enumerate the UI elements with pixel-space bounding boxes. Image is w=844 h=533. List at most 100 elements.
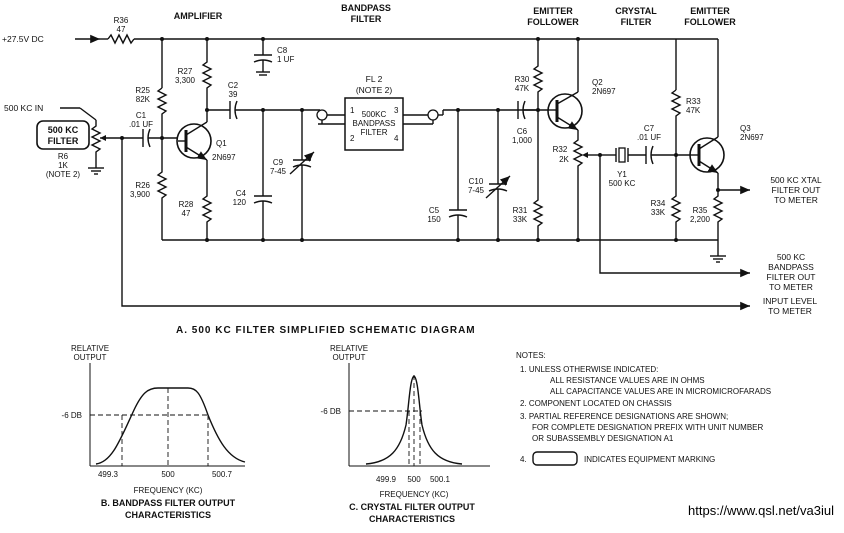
out-bp-4: TO METER	[769, 282, 813, 292]
chart-c-title-1: C. CRYSTAL FILTER OUTPUT	[349, 502, 475, 512]
chart-b-tick-lower: 499.3	[98, 470, 119, 479]
r30-ref: R30	[515, 75, 530, 84]
chart-b-title-1: B. BANDPASS FILTER OUTPUT	[101, 498, 236, 508]
r32-value: 2K	[559, 155, 569, 164]
output-labels: 500 KC XTAL FILTER OUT TO METER 500 KC B…	[763, 175, 822, 316]
c8-value: 1 UF	[277, 55, 294, 64]
section-bandpass-2: FILTER	[351, 14, 382, 24]
c10-value: 7-45	[468, 186, 485, 195]
out-xtal-3: TO METER	[774, 195, 818, 205]
fl2-note: (NOTE 2)	[356, 85, 393, 95]
r35-value: 2,200	[690, 215, 711, 224]
note-3: 3. PARTIAL REFERENCE DESIGNATIONS ARE SH…	[520, 412, 728, 421]
out-level-1: INPUT LEVEL	[763, 296, 817, 306]
y1-ref: Y1	[617, 170, 627, 179]
c7-ref: C7	[644, 124, 655, 133]
equipment-marking-line2: FILTER	[48, 136, 79, 146]
input-label: 500 KC IN	[4, 103, 43, 113]
section-headers: AMPLIFIER BANDPASS FILTER EMITTER FOLLOW…	[174, 3, 736, 27]
note-3b: OR SUBASSEMBLY DESIGNATION A1	[532, 434, 674, 443]
equipment-marking-box	[36, 120, 90, 150]
r31-value: 33K	[513, 215, 528, 224]
r36-ref: R36	[114, 16, 129, 25]
r26-value: 3,900	[130, 190, 151, 199]
chart-bandpass: RELATIVE OUTPUT -6 DB 499.3 500 500.7 FR…	[62, 344, 246, 520]
chart-b-tick-center: 500	[161, 470, 175, 479]
notes-block: NOTES: 1. UNLESS OTHERWISE INDICATED: AL…	[516, 351, 771, 466]
chart-b-xlabel: FREQUENCY (KC)	[134, 486, 203, 495]
input-section: 500 KC IN 500 KC FILTER R6 1K (NOTE 2)	[4, 103, 750, 311]
q2-type: 2N697	[592, 87, 616, 96]
r34-value: 33K	[651, 208, 666, 217]
fl2-pin4: 4	[394, 134, 399, 143]
c1-value: .01 UF	[129, 120, 153, 129]
note-2: 2. COMPONENT LOCATED ON CHASSIS	[520, 399, 672, 408]
equipment-marking-symbol	[532, 451, 578, 466]
r33-value: 47K	[686, 106, 701, 115]
out-xtal-2: FILTER OUT	[772, 185, 821, 195]
emitter-follower-1: C6 1,000 R30 47K R31 33K Q2 2N697 R32 2K	[512, 39, 750, 278]
section-bandpass-1: BANDPASS	[341, 3, 391, 13]
note-3a: FOR COMPLETE DESIGNATION PREFIX WITH UNI…	[532, 423, 763, 432]
note-1b: ALL CAPACITANCE VALUES ARE IN MICROMICRO…	[550, 387, 771, 396]
fl2-ref: FL 2	[366, 74, 383, 84]
watermark-url: https://www.qsl.net/va3iul	[688, 503, 834, 518]
fl2-pin2: 2	[350, 134, 355, 143]
c10-ref: C10	[469, 177, 484, 186]
r36-value: 47	[117, 25, 126, 34]
r34-ref: R34	[651, 199, 666, 208]
chart-b-6db-label: -6 DB	[62, 411, 82, 420]
c9-value: 7-45	[270, 167, 287, 176]
q1-type: 2N697	[212, 153, 236, 162]
section-ef1-1: EMITTER	[533, 6, 573, 16]
chart-c-xlabel: FREQUENCY (KC)	[380, 490, 449, 499]
r28-ref: R28	[179, 200, 194, 209]
r27-ref: R27	[178, 67, 193, 76]
chart-c-tick-lower: 499.9	[376, 475, 397, 484]
fl2-box-line3: FILTER	[361, 128, 388, 137]
r6-value: 1K	[58, 161, 68, 170]
out-xtal-1: 500 KC XTAL	[770, 175, 822, 185]
c2-value: 39	[229, 90, 238, 99]
r6-ref: R6	[58, 152, 69, 161]
r27-value: 3,300	[175, 76, 196, 85]
emitter-follower-2: R33 47K R34 33K Q3 2N697 R35 2,200	[651, 38, 764, 240]
r6-note: (NOTE 2)	[46, 170, 81, 179]
c4-value: 120	[233, 198, 247, 207]
note-4: INDICATES EQUIPMENT MARKING	[584, 455, 715, 464]
r31-ref: R31	[513, 206, 528, 215]
c5-ref: C5	[429, 206, 440, 215]
chart-c-tick-upper: 500.1	[430, 475, 451, 484]
out-bp-3: FILTER OUT	[767, 272, 816, 282]
out-bp-2: BANDPASS	[768, 262, 814, 272]
notes-heading: NOTES:	[516, 351, 546, 360]
chart-b-ylabel-2: OUTPUT	[74, 353, 107, 362]
bandpass-filter-stage: 1 2 3 4 500KC BANDPASS FILTER FL 2 (NOTE…	[316, 74, 538, 240]
fl2-box-line1: 500KC	[362, 110, 387, 119]
q3-ref: Q3	[740, 124, 751, 133]
ground-rail	[162, 230, 726, 263]
section-ef2-1: EMITTER	[690, 6, 730, 16]
section-ef1-2: FOLLOWER	[527, 17, 579, 27]
fl2-pin1: 1	[350, 106, 355, 115]
equipment-marking-line1: 500 KC	[48, 125, 79, 135]
note-1a: ALL RESISTANCE VALUES ARE IN OHMS	[550, 376, 705, 385]
q1-ref: Q1	[216, 139, 227, 148]
section-ef2-2: FOLLOWER	[684, 17, 736, 27]
r32-ref: R32	[553, 145, 568, 154]
fl2-box-line2: BANDPASS	[353, 119, 396, 128]
c9-ref: C9	[273, 158, 284, 167]
chart-b-tick-upper: 500.7	[212, 470, 233, 479]
r25-value: 82K	[136, 95, 151, 104]
chart-c-ylabel-1: RELATIVE	[330, 344, 368, 353]
r28-value: 47	[182, 209, 191, 218]
q3-type: 2N697	[740, 133, 764, 142]
q2-transistor	[547, 93, 583, 129]
y1-value: 500 KC	[609, 179, 636, 188]
chart-c-6db-label: -6 DB	[321, 407, 341, 416]
c6-value: 1,000	[512, 136, 533, 145]
chart-c-ylabel-2: OUTPUT	[333, 353, 366, 362]
chart-crystal: RELATIVE OUTPUT -6 DB 499.9 500 500.1 FR…	[321, 344, 490, 524]
c8-ref: C8	[277, 46, 288, 55]
